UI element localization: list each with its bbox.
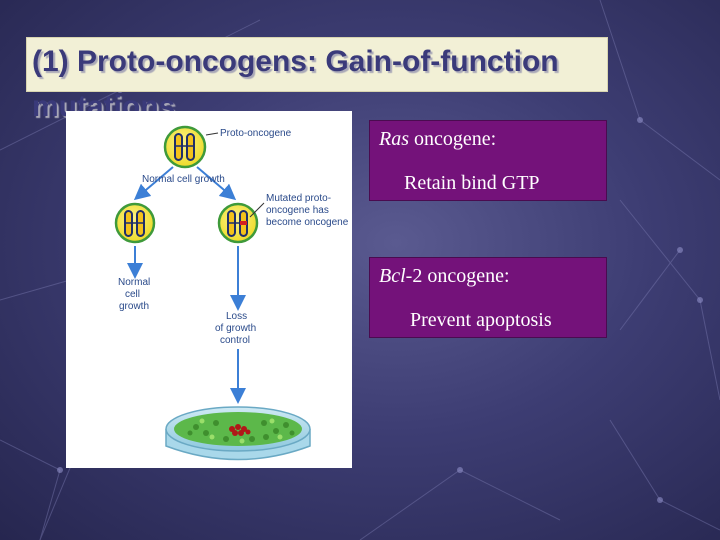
mutated-cell — [217, 202, 259, 244]
label-normal-3: growth — [119, 301, 149, 312]
oncogene-diagram: Proto-oncogene Normal cell growth — [66, 111, 352, 468]
label-mutated-1: Mutated proto- — [266, 193, 331, 204]
bcl2-oncogene-callout: Bcl-2 oncogene: Prevent apoptosis — [369, 257, 607, 338]
ras-heading-suffix: oncogene: — [409, 128, 497, 150]
tumor-cell-cluster — [229, 424, 251, 436]
normal-cell — [114, 202, 156, 244]
mutated-leader — [249, 202, 265, 218]
label-normal-1: Normal — [118, 277, 150, 288]
arrow-to-normal-cell — [133, 166, 174, 201]
label-loss-1: Loss — [226, 311, 247, 322]
bcl-gene-name: Bcl — [379, 265, 406, 287]
oncogene-diagram-svg: Proto-oncogene Normal cell growth — [114, 125, 349, 461]
proto-oncogene-leader — [205, 132, 219, 136]
slide-title: (1) Proto-oncogens: Gain-of-function mut… — [32, 45, 559, 123]
label-mutated-2: oncogene has — [266, 205, 329, 216]
ras-oncogene-heading: Ras oncogene: — [379, 128, 496, 151]
ras-gene-name: Ras — [379, 128, 409, 150]
ras-oncogene-callout: Ras oncogene: Retain bind GTP — [369, 120, 607, 201]
bcl2-oncogene-detail: Prevent apoptosis — [410, 309, 552, 331]
label-normal-2: cell — [125, 289, 140, 300]
label-mutated-3: become oncogene — [266, 217, 349, 228]
label-loss-3: control — [220, 335, 250, 346]
arrow-to-mutated-cell — [196, 166, 237, 201]
ras-oncogene-detail: Retain bind GTP — [404, 172, 540, 194]
label-loss-2: of growth — [215, 323, 256, 334]
bcl2-oncogene-heading: Bcl-2 oncogene: — [379, 265, 510, 288]
petri-dish — [165, 406, 311, 461]
proto-oncogene-cell — [163, 125, 207, 169]
label-proto-oncogene: Proto-oncogene — [220, 128, 292, 139]
bcl-heading-suffix: -2 oncogene: — [405, 265, 510, 287]
title-banner — [26, 37, 608, 92]
mutation-mark — [240, 221, 247, 225]
label-normal-cell-growth: Normal cell growth — [142, 174, 225, 185]
